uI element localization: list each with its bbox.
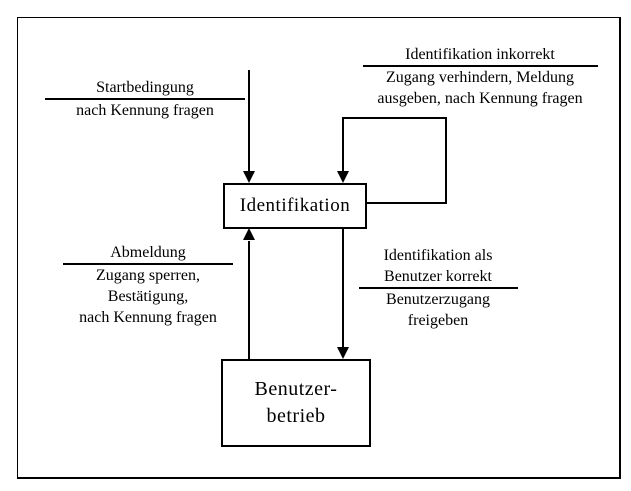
label-inkorrekt-action-line2: ausgeben, nach Kennung fragen [377,89,583,107]
korrekt-transition-arrowhead-icon [337,347,349,359]
label-start-action: nach Kennung fragen [76,101,214,119]
state-benutzerbetrieb-label-line1: Benutzer- [254,378,338,400]
selfloop-line-left [342,117,344,171]
start-transition-line [248,70,250,172]
label-inkorrekt-divider [362,65,598,67]
state-identifikation: Identifikation [223,183,367,229]
state-identifikation-label: Identifikation [239,195,351,216]
label-inkorrekt-event: Identifikation inkorrekt [405,46,555,63]
label-start-transition: Startbedingung nach Kennung fragen [35,77,255,121]
label-abmeldung-action-line3: nach Kennung fragen [79,308,217,326]
diagram-border [17,17,621,479]
label-abmeldung-event: Abmeldung [110,244,186,261]
start-transition-arrowhead-icon [243,171,255,183]
korrekt-transition-line [342,228,344,347]
label-abmeldung-action-line2: Bestätigung, [107,287,189,305]
label-start-event: Startbedingung [96,79,194,96]
selfloop-arrowhead-icon [337,171,349,183]
selfloop-line-top [342,117,447,119]
label-abmeldung-divider [63,263,233,265]
selfloop-line-right [445,117,447,204]
state-benutzerbetrieb-label-line2: betrieb [266,405,326,427]
label-start-divider [45,98,245,100]
label-inkorrekt-transition: Identifikation inkorrekt Zugang verhinde… [355,44,605,109]
label-korrekt-action-line1: Benutzerzugang [386,290,490,308]
label-korrekt-transition: Identifikation als Benutzer korrekt Benu… [338,245,538,331]
selfloop-line-bottom [366,202,447,204]
state-benutzerbetrieb: Benutzer- betrieb [221,359,371,447]
label-korrekt-divider [358,287,518,289]
label-abmeldung-transition: Abmeldung Zugang sperren, Bestätigung, n… [43,242,253,328]
label-abmeldung-action-line1: Zugang sperren, [96,266,200,284]
label-korrekt-event-line2: Benutzer korrekt [384,268,492,285]
label-korrekt-event-line1: Identifikation als [383,247,493,264]
abmeldung-transition-line [248,241,250,359]
label-inkorrekt-action-line1: Zugang verhindern, Meldung [386,68,574,86]
label-korrekt-action-line2: freigeben [407,311,469,329]
abmeldung-transition-arrowhead-icon [243,228,255,240]
